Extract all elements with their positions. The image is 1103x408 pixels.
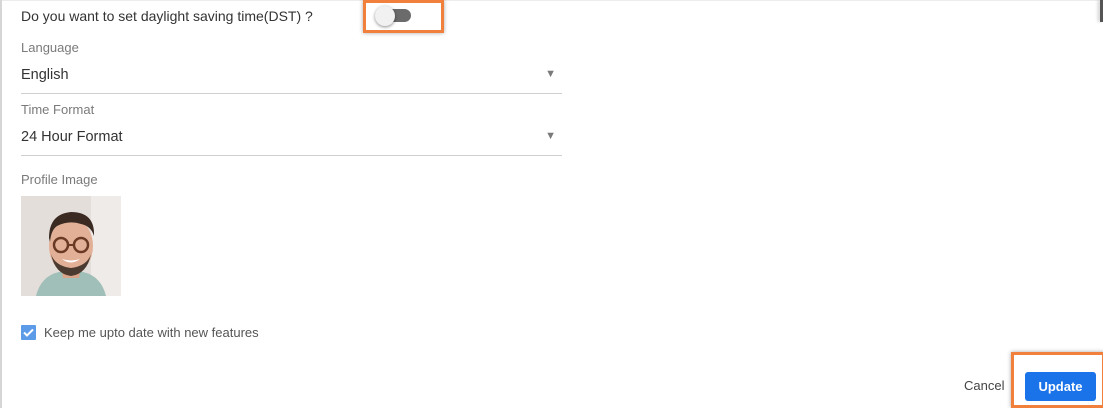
time-format-select[interactable]: 24 Hour Format ▼ [21, 128, 562, 156]
language-select[interactable]: English ▼ [21, 66, 562, 94]
check-icon [23, 328, 34, 337]
time-format-value: 24 Hour Format [21, 129, 123, 145]
dst-row: Do you want to set daylight saving time(… [21, 6, 313, 26]
person-photo-icon [21, 196, 121, 296]
newsletter-checkbox-row[interactable]: Keep me upto date with new features [21, 325, 259, 340]
time-format-label: Time Format [21, 102, 95, 117]
caret-down-icon: ▼ [545, 68, 556, 80]
dst-toggle[interactable] [375, 6, 413, 26]
update-button[interactable]: Update [1025, 372, 1096, 401]
profile-image-label: Profile Image [21, 172, 98, 187]
cancel-button[interactable]: Cancel [964, 378, 1005, 393]
toggle-thumb[interactable] [375, 6, 395, 26]
language-label: Language [21, 40, 79, 55]
newsletter-checkbox[interactable] [21, 325, 36, 340]
caret-down-icon: ▼ [545, 130, 556, 142]
language-field: Language English ▼ [21, 40, 562, 94]
top-divider [2, 0, 1102, 1]
newsletter-label: Keep me upto date with new features [44, 325, 259, 340]
scrollbar-edge[interactable] [1100, 0, 1103, 22]
profile-avatar[interactable] [21, 196, 121, 296]
dst-question: Do you want to set daylight saving time(… [21, 8, 313, 24]
language-value: English [21, 67, 69, 83]
time-format-field: Time Format 24 Hour Format ▼ [21, 102, 562, 156]
profile-image-section: Profile Image [21, 172, 121, 296]
